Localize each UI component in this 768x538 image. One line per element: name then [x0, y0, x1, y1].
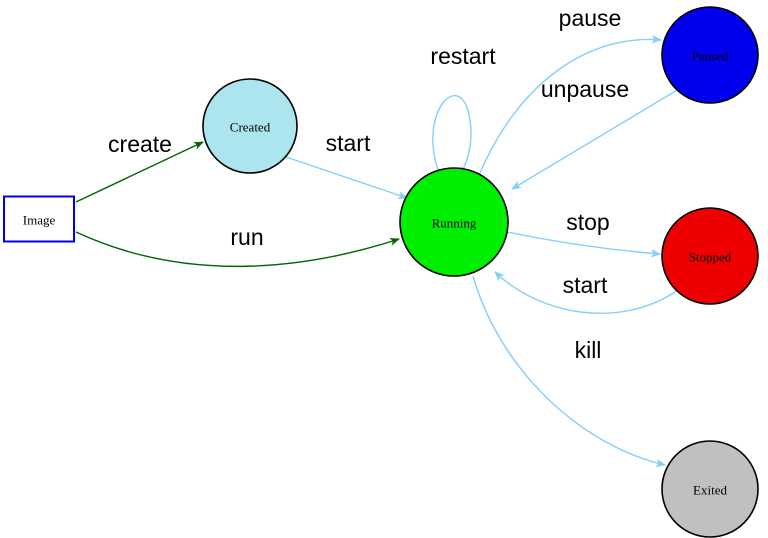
node-shape-created	[202, 78, 298, 174]
edge-unpause	[511, 88, 680, 190]
edge-label-pause: pause	[559, 5, 622, 31]
edge-kill	[472, 275, 666, 468]
edge-restart	[432, 95, 472, 176]
node-running[interactable]: Running	[399, 167, 509, 277]
node-label-stopped: Stopped	[689, 250, 732, 265]
node-stopped[interactable]: Stopped	[661, 207, 759, 305]
node-shape-paused	[661, 6, 759, 104]
edge-label-run: run	[230, 224, 263, 250]
edge-pause	[478, 35, 662, 176]
edge-label-restart: restart	[430, 43, 496, 69]
edge-run	[75, 231, 400, 268]
edges-layer	[75, 35, 680, 468]
edge-stop	[506, 231, 661, 258]
edge-create	[75, 141, 204, 203]
edge-start-created	[285, 156, 408, 200]
node-label-running: Running	[432, 216, 477, 231]
node-shape-image	[3, 195, 75, 243]
edge-label-stop: stop	[566, 209, 609, 235]
node-label-created: Created	[230, 120, 271, 135]
edge-label-unpause: unpause	[541, 76, 629, 102]
edge-labels-layer: create run start restart pause unpause stop sta…	[108, 5, 629, 363]
node-exited[interactable]: Exited	[661, 440, 759, 538]
node-shape-running	[399, 167, 509, 277]
node-shape-exited	[661, 440, 759, 538]
edge-label-start-created: start	[326, 130, 371, 156]
edge-label-start-stopped: start	[563, 272, 608, 298]
node-label-exited: Exited	[693, 483, 727, 498]
node-label-image: Image	[23, 213, 56, 228]
node-created[interactable]: Created	[202, 78, 298, 174]
edge-start-stopped	[494, 271, 679, 315]
node-paused[interactable]: Paused	[661, 6, 759, 104]
node-shape-stopped	[661, 207, 759, 305]
node-image[interactable]: Image	[3, 195, 75, 243]
edge-label-kill: kill	[575, 337, 602, 363]
edge-label-create: create	[108, 131, 172, 157]
node-label-paused: Paused	[692, 49, 729, 64]
